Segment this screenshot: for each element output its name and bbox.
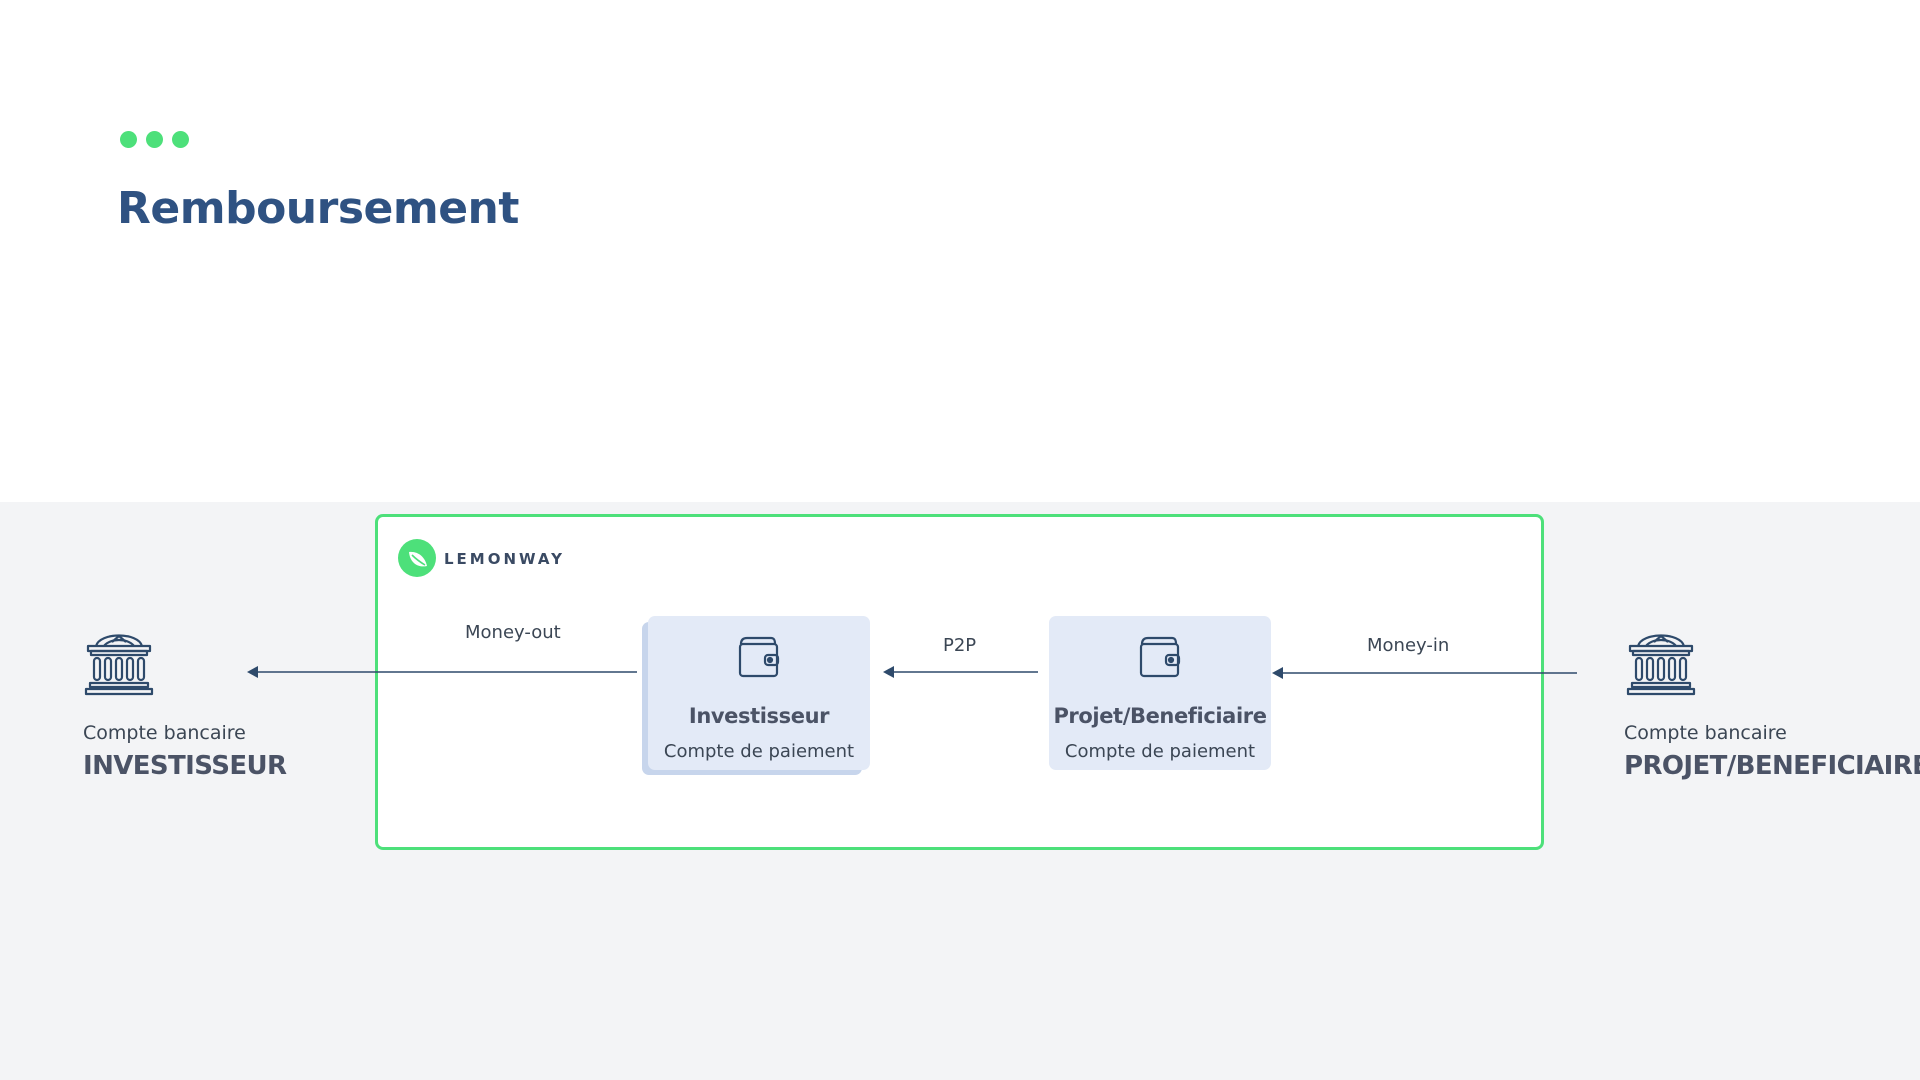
- bank-building-icon: [82, 628, 156, 696]
- project-card-subtitle: Compte de paiement: [1064, 741, 1256, 762]
- p2p-arrowhead: [883, 666, 894, 678]
- bank-building-icon: [1624, 628, 1698, 696]
- page-title: Remboursement: [117, 183, 519, 234]
- left-bank-name: INVESTISSEUR: [83, 751, 287, 781]
- investor-card-title: Investisseur: [688, 704, 830, 728]
- money-out-arrowhead: [247, 666, 258, 678]
- money-in-arrowhead: [1272, 667, 1283, 679]
- right-bank-caption: Compte bancaire: [1624, 722, 1787, 744]
- project-card-title: Projet/Beneficiaire: [1053, 704, 1267, 728]
- lemonway-platform-frame: [375, 514, 1544, 850]
- investor-card-subtitle: Compte de paiement: [663, 741, 855, 762]
- dot-icon: [120, 131, 137, 148]
- left-bank-caption: Compte bancaire: [83, 722, 246, 744]
- dot-icon: [172, 131, 189, 148]
- wallet-icon: [1136, 634, 1184, 680]
- wallet-icon: [735, 634, 783, 680]
- investor-payment-account: Investisseur Compte de paiement: [648, 616, 870, 770]
- money-out-label: Money-out: [465, 622, 561, 643]
- money-in-label: Money-in: [1367, 635, 1450, 656]
- right-bank-name: PROJET/BENEFICIAIRE: [1624, 751, 1920, 781]
- p2p-label: P2P: [943, 635, 977, 656]
- lemonway-leaf-icon: [398, 539, 436, 577]
- project-payment-account: Projet/Beneficiaire Compte de paiement: [1049, 616, 1271, 770]
- lemonway-wordmark: LEMONWAY: [444, 550, 565, 568]
- dot-icon: [146, 131, 163, 148]
